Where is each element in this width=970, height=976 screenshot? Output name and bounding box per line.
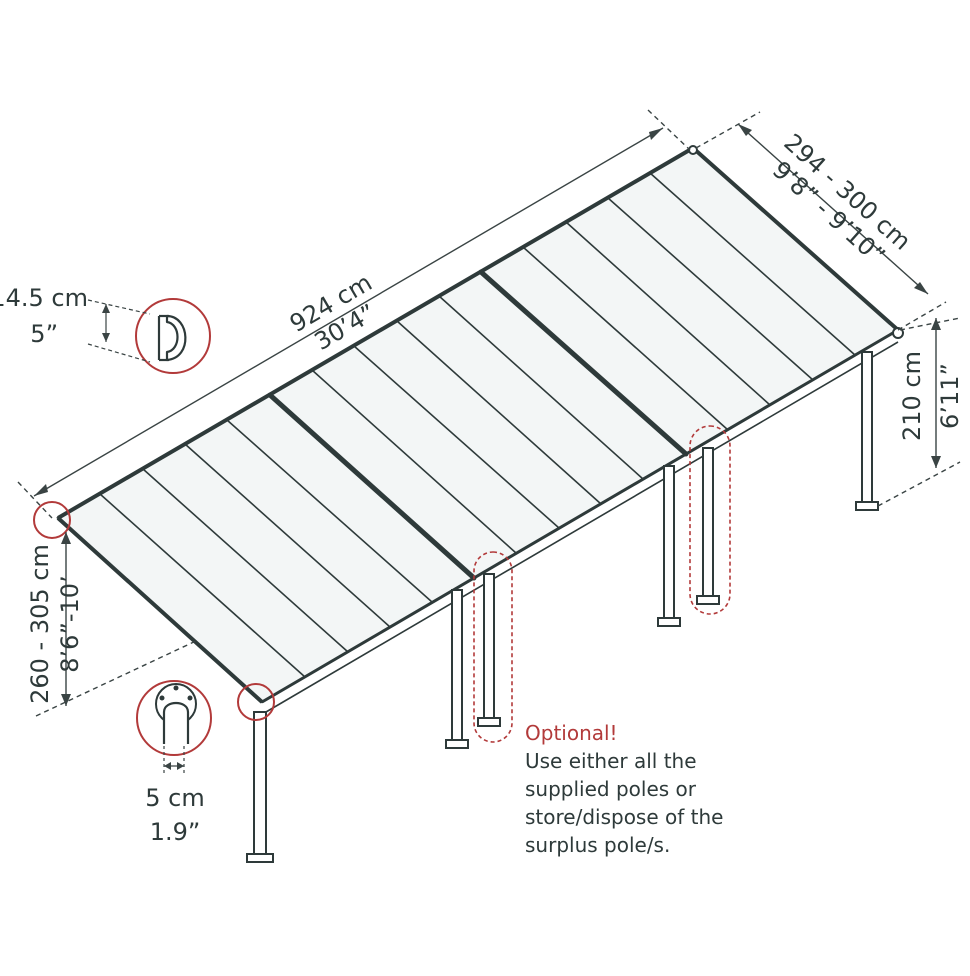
post-width-cm-label: 5 cm <box>145 784 204 812</box>
front-height-ft-label: 8’6”-10’ <box>56 575 84 672</box>
profile-height-cm-label: 14.5 cm <box>0 284 88 312</box>
posts <box>246 351 879 863</box>
front-gutter-lower <box>265 341 899 713</box>
post-front-left <box>253 711 267 861</box>
rear-height-cm-label: 210 cm <box>898 351 926 441</box>
optional-pole-outline-2 <box>689 425 731 615</box>
side-beam-right <box>691 146 900 332</box>
post-middle-2 <box>663 465 675 621</box>
wall-bracket-highlight <box>33 501 71 539</box>
depth-dimension <box>695 111 947 331</box>
post-base <box>696 595 720 605</box>
length-dimension <box>17 109 691 519</box>
roof-panel-surface <box>56 146 900 704</box>
post-base <box>855 501 879 511</box>
post-detail: 5 cm 1.9” <box>136 680 212 846</box>
note-line: Use either all the <box>525 749 697 773</box>
optional-note: Optional! Use either all the supplied po… <box>525 721 723 857</box>
post-width-in-label: 1.9” <box>150 818 201 846</box>
post-base <box>445 739 469 749</box>
wall-end-cap <box>688 145 698 155</box>
post-front-right <box>861 351 873 505</box>
profile-detail-circle <box>135 298 211 374</box>
rear-height-labels: 210 cm 6’11” <box>898 351 964 441</box>
front-height-cm-label: 260 - 305 cm <box>26 544 54 704</box>
note-line: store/dispose of the <box>525 805 723 829</box>
front-height-dimension <box>35 532 199 717</box>
post-base <box>657 617 681 627</box>
roof-glazing-bars <box>99 172 856 678</box>
note-line: supplied poles or <box>525 777 697 801</box>
front-height-labels: 260 - 305 cm 8’6”-10’ <box>26 544 84 704</box>
post-middle-1 <box>451 589 463 743</box>
wall-profile <box>56 146 695 520</box>
post-optional-1 <box>483 573 495 723</box>
rear-height-dimension <box>877 317 961 507</box>
note-title: Optional! <box>525 721 618 745</box>
post-section-icon <box>162 701 190 744</box>
optional-pole-outline-1 <box>473 551 513 743</box>
roof <box>56 145 904 713</box>
post-bracket-highlight <box>237 683 275 721</box>
profile-detail: 14.5 cm 5” <box>0 284 211 374</box>
note-line: surplus pole/s. <box>525 833 670 857</box>
optional-pole-markers <box>473 425 731 743</box>
post-optional-2 <box>702 447 714 599</box>
profile-height-in-label: 5” <box>30 320 58 348</box>
side-beam-left <box>56 516 264 704</box>
post-base <box>246 853 274 863</box>
roof-connector-beams <box>267 269 689 581</box>
rear-height-ft-label: 6’11” <box>936 363 964 429</box>
post-base <box>477 717 501 727</box>
front-gutter <box>261 328 899 704</box>
